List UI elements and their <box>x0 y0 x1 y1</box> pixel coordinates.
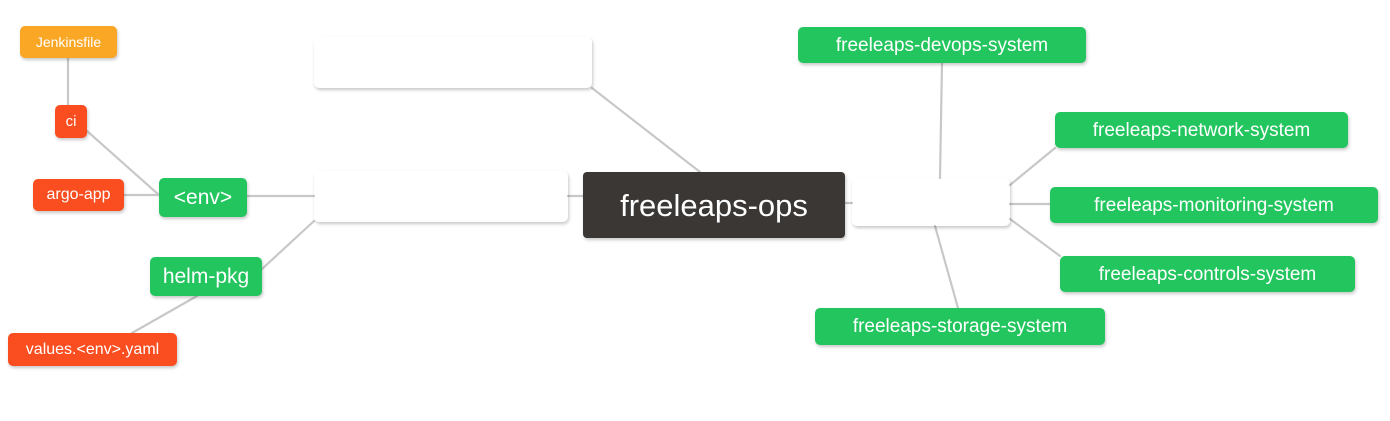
mindmap-node-values-yaml[interactable]: values.<env>.yaml <box>8 333 177 366</box>
edge-service-name-to-helm-pkg <box>260 219 316 271</box>
mindmap-node-root[interactable]: freeleaps-ops <box>583 172 845 238</box>
edge-pipeline-to-root <box>590 86 702 174</box>
mindmap-node-devops-sys[interactable]: freeleaps-devops-system <box>798 27 1086 63</box>
edge-manifests-to-network-sys <box>1008 146 1057 187</box>
mindmap-node-ci[interactable]: ci <box>55 105 87 138</box>
mindmap-node-jenkinsfile[interactable]: Jenkinsfile <box>20 26 117 58</box>
mindmap-node-manifests[interactable]: manifests <box>852 178 1010 226</box>
edge-manifests-to-storage-sys <box>933 224 960 310</box>
mindmap-node-network-sys[interactable]: freeleaps-network-system <box>1055 112 1348 148</box>
mindmap-node-env[interactable]: <env> <box>159 178 247 217</box>
mindmap-node-pipeline[interactable]: first-class-pipeline <box>314 37 592 88</box>
mindmap-node-argo-app[interactable]: argo-app <box>33 179 124 211</box>
mindmap-node-controls-sys[interactable]: freeleaps-controls-system <box>1060 256 1355 292</box>
mindmap-node-helm-pkg[interactable]: helm-pkg <box>150 257 262 296</box>
edge-manifests-to-devops-sys <box>938 61 944 180</box>
mindmap-node-storage-sys[interactable]: freeleaps-storage-system <box>815 308 1105 345</box>
mindmap-node-service-name[interactable]: <service-name> <box>314 171 568 222</box>
mindmap-node-monitor-sys[interactable]: freeleaps-monitoring-system <box>1050 187 1378 223</box>
edge-helm-pkg-to-values-yaml <box>130 294 199 335</box>
edge-manifests-to-controls-sys <box>1008 217 1062 258</box>
